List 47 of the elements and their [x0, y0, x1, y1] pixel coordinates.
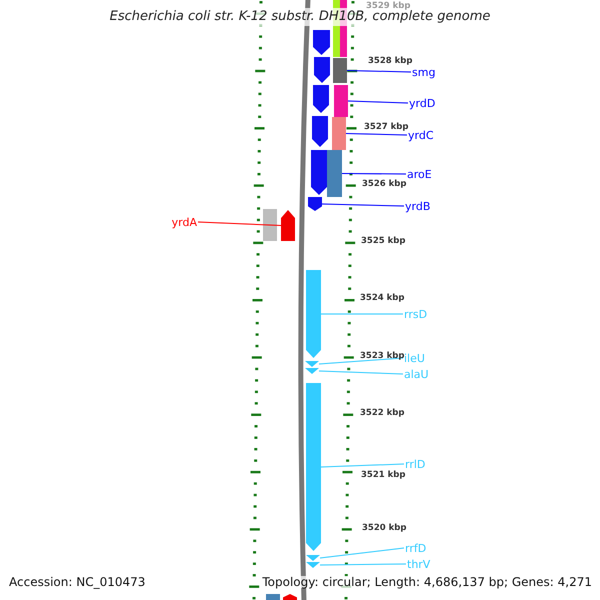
gene-marker: [306, 555, 320, 561]
gene-marker: [306, 562, 320, 568]
leader-line: [348, 100, 408, 104]
scale-label: 3521 kbp: [361, 471, 406, 480]
gene-label: yrdB: [405, 200, 430, 212]
gene-label: rrsD: [404, 308, 428, 320]
gene-label: aroE: [407, 168, 432, 180]
scale-label: 3522 kbp: [360, 409, 404, 418]
leader-line: [346, 70, 412, 72]
leader-line: [342, 173, 406, 174]
gene-block: [327, 150, 342, 197]
gene-label: smg: [412, 66, 436, 78]
leader-line: [318, 370, 404, 374]
leader-line: [320, 564, 406, 566]
gene-label: ileU: [404, 352, 425, 364]
leader-line: [322, 204, 404, 206]
scale-label: 3526 kbp: [362, 180, 406, 188]
gene-segment: [306, 270, 321, 358]
gene-segment: [306, 383, 321, 551]
scale-label: 3524 kbp: [360, 294, 404, 302]
gene-marker: [305, 361, 319, 367]
gene-label: yrdA: [172, 216, 197, 228]
gene-label: rrlD: [405, 458, 426, 470]
gene-label: yrdD: [409, 98, 436, 108]
scale-label: 3527 kbp: [364, 123, 408, 132]
leader-line: [198, 222, 282, 226]
leader-line: [318, 358, 404, 364]
scale-label: 3528 kbp: [368, 57, 412, 66]
leader-line: [320, 548, 404, 558]
leader-line: [346, 133, 408, 136]
gene-segment: [281, 210, 295, 241]
footer-text: Topology: circular; Length: 4,686,137 bp; Genes: 4,271: [262, 576, 592, 588]
scale-label: 3523 kbp: [360, 352, 404, 360]
gene-block: [334, 85, 348, 117]
scale-label: 3529 kbp: [366, 2, 410, 10]
scale-label: 3520 kbp: [362, 524, 406, 532]
gene-block: [332, 117, 346, 150]
scale-label: 3525 kbp: [361, 237, 406, 246]
gene-label: yrdC: [408, 130, 434, 140]
footer-text: Accession: NC_010473: [9, 576, 146, 588]
gene-block: [333, 58, 347, 83]
gene-marker: [305, 368, 319, 374]
gene-label: alaU: [404, 368, 429, 380]
gene-label: rrfD: [405, 542, 426, 554]
leader-line: [320, 464, 404, 468]
gene-segment: [308, 197, 322, 211]
gene-label: thrV: [407, 558, 430, 570]
